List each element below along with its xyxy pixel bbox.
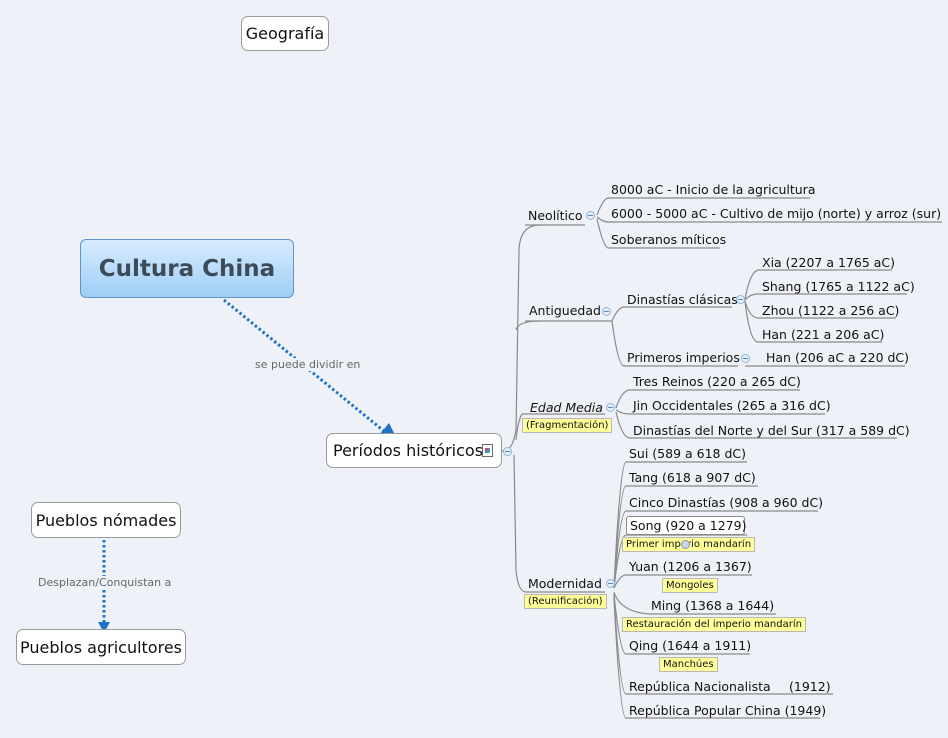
central-topic[interactable]: Cultura China <box>80 239 294 298</box>
topic-modernidad-item[interactable]: Song (920 a 1279) <box>630 518 747 533</box>
song-highlight-box <box>626 516 745 535</box>
topic-modernidad-item[interactable]: Yuan (1206 a 1367) <box>629 559 752 574</box>
topic-pueblos-agricultores[interactable]: Pueblos agricultores <box>16 629 186 665</box>
topic-dinastia-item[interactable]: Shang (1765 a 1122 aC) <box>762 279 915 294</box>
note-qing: Manchúes <box>659 657 718 672</box>
topic-pueblos-nomades[interactable]: Pueblos nómades <box>31 502 181 538</box>
note-ming: Restauración del imperio mandarín <box>622 617 806 632</box>
topic-neolitico-item[interactable]: 8000 aC - Inicio de la agricultura <box>611 182 816 197</box>
collapse-neolitico-icon[interactable] <box>586 211 595 220</box>
topic-modernidad-item[interactable]: Ming (1368 a 1644) <box>651 598 775 613</box>
note-reunificacion: (Reunificación) <box>524 594 607 609</box>
topic-modernidad-item[interactable]: Qing (1644 a 1911) <box>629 638 752 653</box>
note-fragmentacion: (Fragmentación) <box>522 418 613 433</box>
topic-modernidad-item[interactable]: República Nacionalista <box>629 679 771 694</box>
topic-edad-media-item[interactable]: Tres Reinos (220 a 265 dC) <box>633 374 801 389</box>
topic-modernidad[interactable]: Modernidad <box>528 576 602 591</box>
marker-icon <box>681 540 690 549</box>
topic-nacionalista-year: (1912) <box>789 679 831 694</box>
topic-edad-media[interactable]: Edad Media <box>530 400 603 415</box>
attachment-icon[interactable] <box>482 444 493 457</box>
topic-primeros-item[interactable]: Han (206 aC a 220 dC) <box>766 350 910 365</box>
topic-modernidad-item[interactable]: Sui (589 a 618 dC) <box>629 446 747 461</box>
topic-antiguedad[interactable]: Antiguedad <box>529 303 601 318</box>
topic-edad-media-item[interactable]: Jin Occidentales (265 a 316 dC) <box>633 398 831 413</box>
topic-modernidad-item[interactable]: Cinco Dinastías (908 a 960 dC) <box>629 495 824 510</box>
topic-edad-media-item[interactable]: Dinastías del Norte y del Sur (317 a 589… <box>633 423 910 438</box>
topic-geografia[interactable]: Geografía <box>241 16 329 51</box>
topic-dinastia-item[interactable]: Zhou (1122 a 256 aC) <box>762 303 900 318</box>
topic-periodos-historicos[interactable]: Períodos históricos <box>326 433 502 468</box>
topic-neolitico[interactable]: Neolítico <box>528 208 583 223</box>
collapse-modernidad-icon[interactable] <box>606 579 615 588</box>
note-yuan: Mongoles <box>662 578 718 593</box>
collapse-antiguedad-icon[interactable] <box>602 307 611 316</box>
topic-periodos-label: Períodos históricos <box>333 441 484 460</box>
relationship-label-dividir[interactable]: se puede dividir en <box>255 358 361 371</box>
collapse-primeros-icon[interactable] <box>741 354 750 363</box>
relationship-label-desplazan[interactable]: Desplazan/Conquistan a <box>38 576 172 589</box>
topic-modernidad-item[interactable]: República Popular China (1949) <box>629 703 827 718</box>
topic-dinastia-item[interactable]: Xia (2207 a 1765 aC) <box>762 255 896 270</box>
topic-primeros-imperios[interactable]: Primeros imperios <box>627 350 740 365</box>
collapse-periodos-icon[interactable] <box>503 447 512 456</box>
topic-neolitico-item[interactable]: 6000 - 5000 aC - Cultivo de mijo (norte)… <box>611 206 942 221</box>
collapse-clasicas-icon[interactable] <box>736 295 745 304</box>
topic-dinastia-item[interactable]: Han (221 a 206 aC) <box>762 327 885 342</box>
topic-neolitico-item[interactable]: Soberanos míticos <box>611 232 727 247</box>
collapse-edad-media-icon[interactable] <box>606 403 615 412</box>
topic-dinastias-clasicas[interactable]: Dinastías clásicas <box>627 292 738 307</box>
topic-modernidad-item[interactable]: Tang (618 a 907 dC) <box>629 470 756 485</box>
